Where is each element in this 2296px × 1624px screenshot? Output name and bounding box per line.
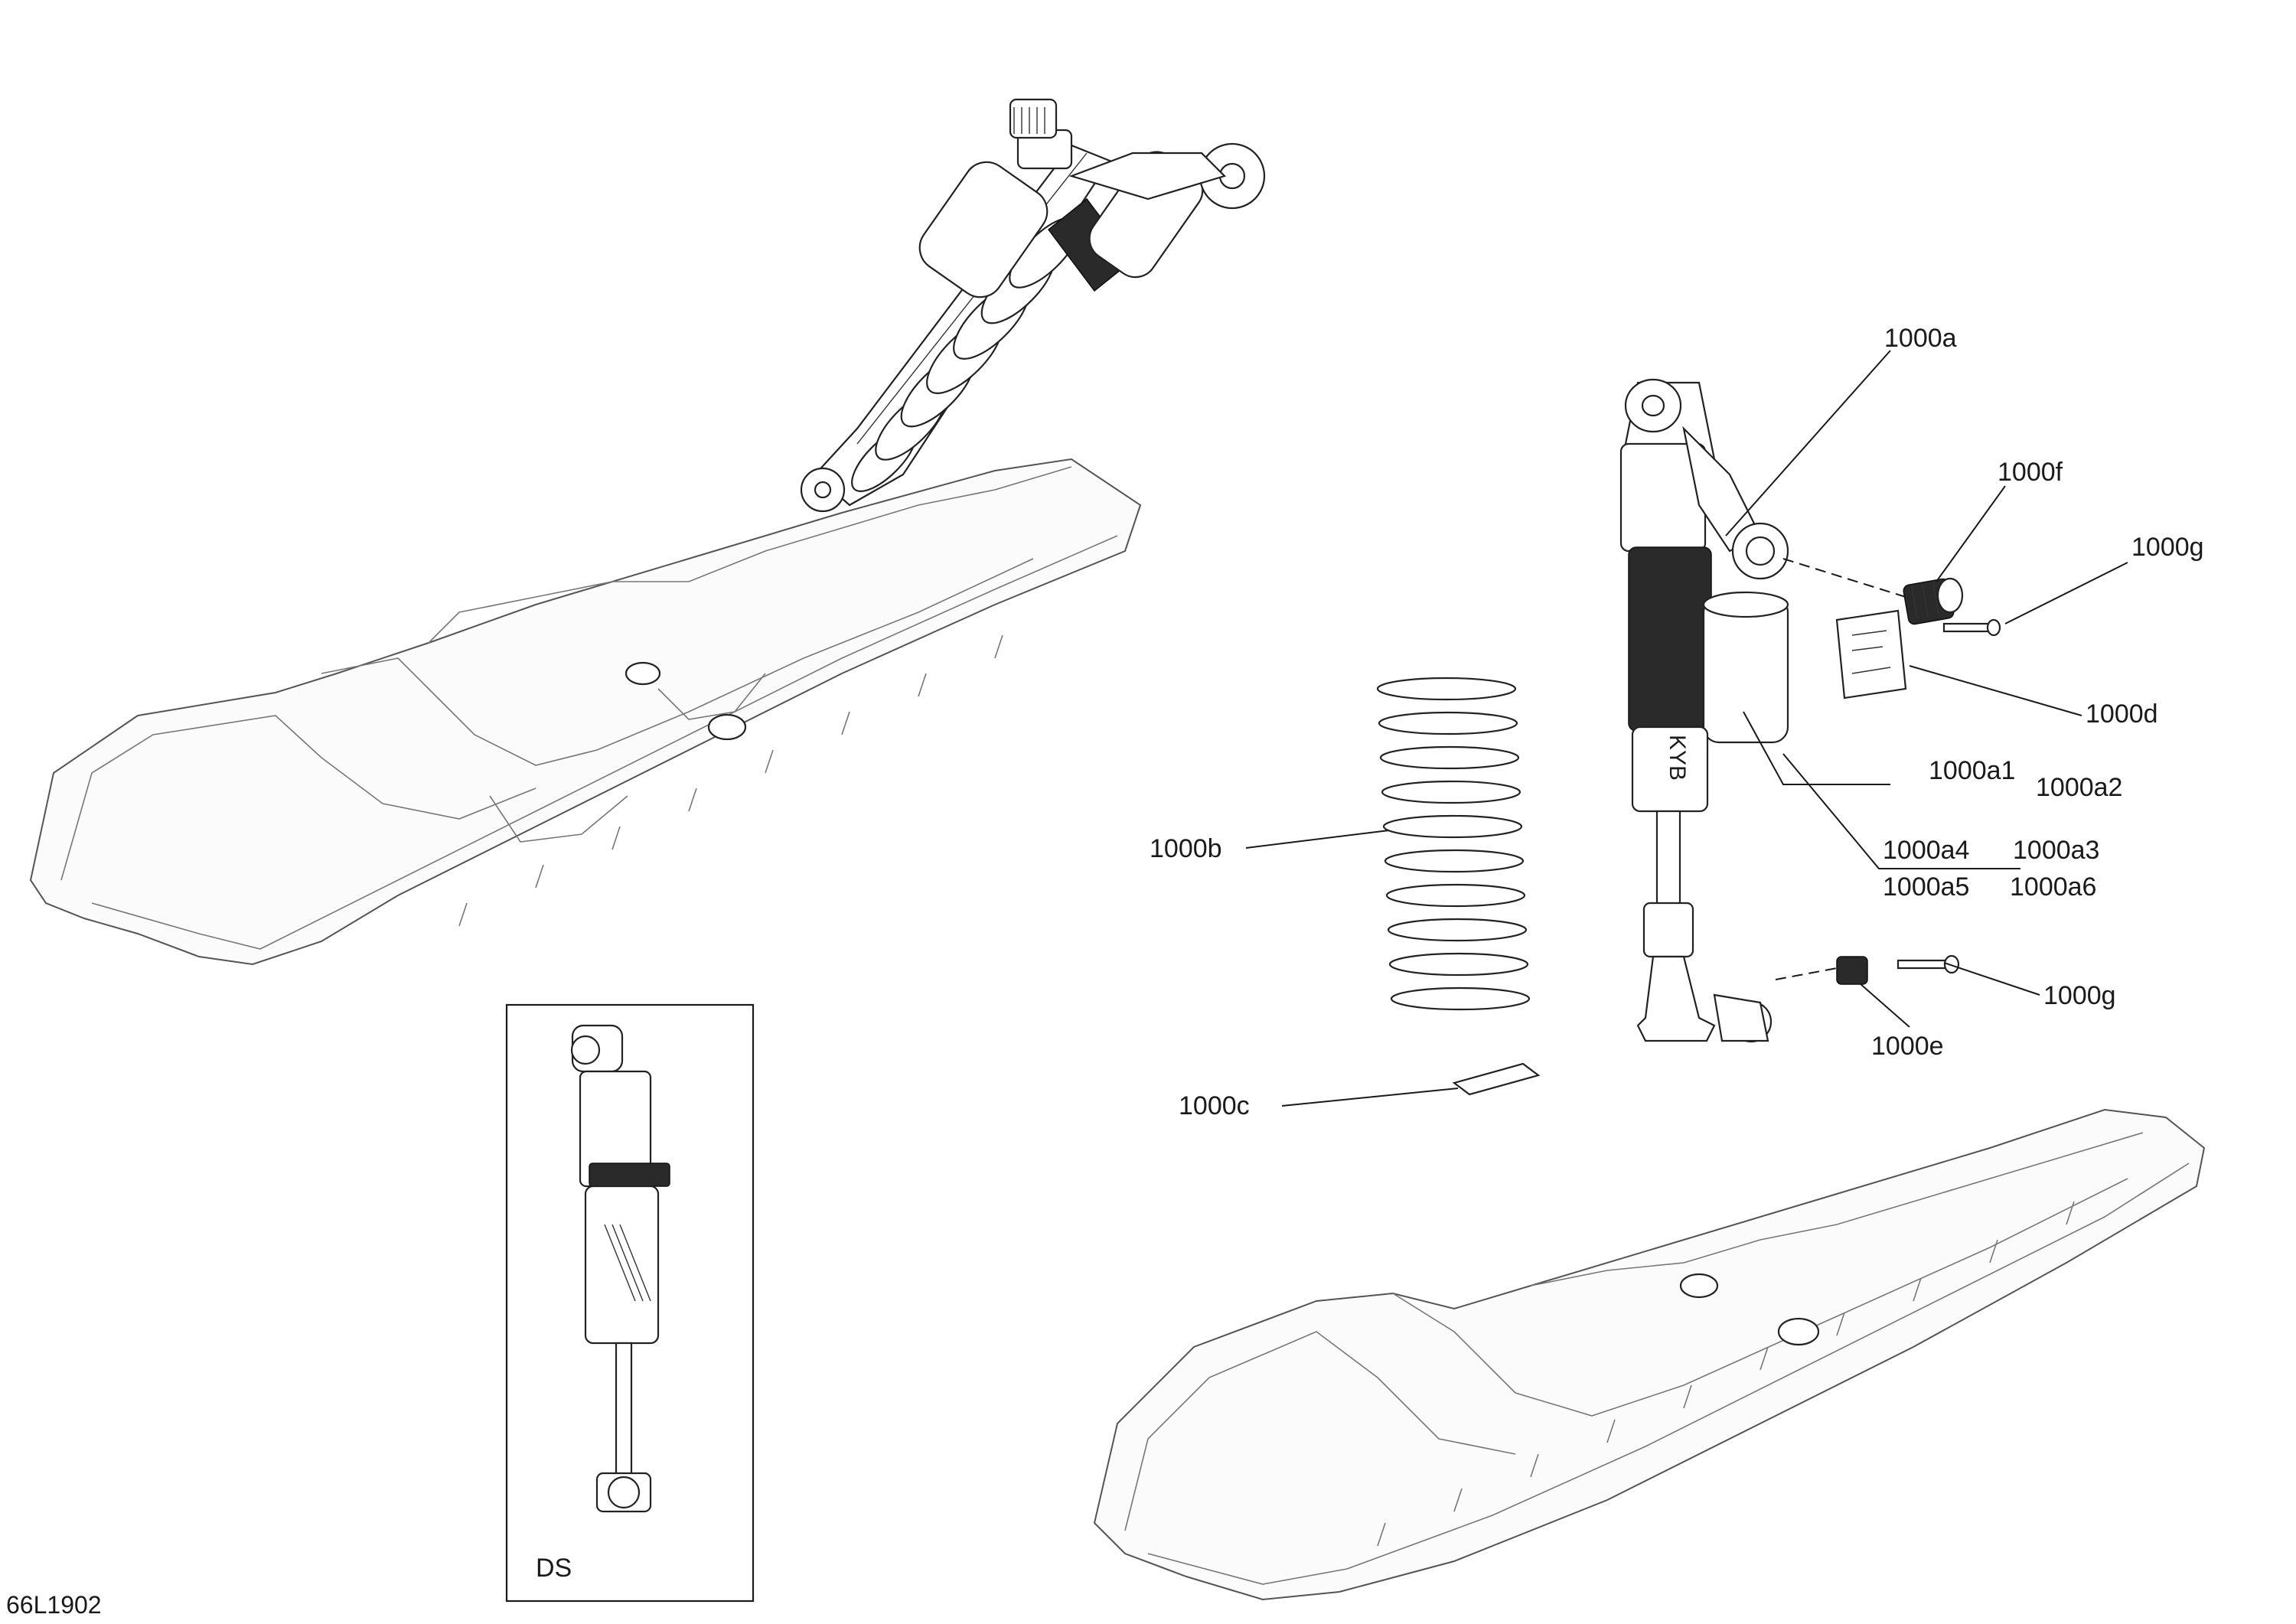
callout-1000g-upper: 1000g — [2131, 533, 2204, 562]
coil-spring-1000b — [1376, 677, 1531, 1011]
ds-inset-shock — [570, 1024, 670, 1513]
leader-1000a — [1725, 350, 1891, 536]
upper-mount-axis-line — [1782, 558, 1906, 598]
leader-1000e — [1859, 983, 1910, 1028]
ski-upper-left — [29, 458, 1142, 966]
leader-1000d — [1909, 665, 2082, 716]
leader-lines — [1245, 350, 2128, 1107]
callout-1000a1: 1000a1 — [1929, 756, 2015, 785]
callout-1000e: 1000e — [1871, 1032, 1944, 1061]
callout-1000a3: 1000a3 — [2013, 836, 2099, 865]
lower-mount-axis-line — [1775, 967, 1838, 980]
callout-1000a4: 1000a4 — [1883, 836, 1969, 865]
callout-1000a6: 1000a6 — [2010, 872, 2096, 902]
callout-1000d: 1000d — [2086, 699, 2158, 729]
adjuster-knob-1000f — [1903, 577, 1964, 625]
callout-1000a5: 1000a5 — [1883, 872, 1969, 902]
remote-reservoir — [1702, 595, 1789, 744]
shock-brand-decal: KYB — [1665, 735, 1690, 781]
ds-inset-label: DS — [536, 1554, 572, 1583]
reservoir-sleeve — [1628, 546, 1712, 732]
callout-1000a: 1000a — [1884, 324, 1957, 353]
leader-1000f — [1936, 485, 2006, 582]
callout-1000b: 1000b — [1150, 834, 1222, 863]
callout-1000f: 1000f — [1998, 458, 2063, 487]
leader-1000g-upper — [2004, 562, 2128, 624]
leader-1000a1 — [1743, 711, 1890, 785]
nut-1000e — [1836, 956, 1868, 985]
leader-1000g-lower — [1943, 962, 2040, 996]
callout-1000c: 1000c — [1179, 1091, 1250, 1120]
spring-clip-1000c — [1452, 1062, 1541, 1096]
decal-1000d — [1835, 609, 1907, 699]
ski-lower-right — [1093, 1108, 2206, 1601]
shock-1000a: KYB — [1619, 378, 1789, 1043]
screw-1000g-upper — [1942, 618, 2001, 637]
shock-assembly-with-spring — [800, 98, 1266, 513]
callout-1000g-lower: 1000g — [2043, 981, 2116, 1010]
callout-labels: 1000a 1000f 1000g 1000d 1000a1 1000a2 10… — [1150, 324, 2204, 1120]
coil-spring-installed — [851, 217, 1081, 492]
ds-inset-frame — [505, 1003, 755, 1603]
figure-id: 66L1902 — [6, 1591, 102, 1619]
leader-1000c — [1281, 1088, 1459, 1107]
bolt-1000g-lower — [1896, 954, 1960, 974]
leader-1000b — [1245, 830, 1390, 849]
callout-1000a2: 1000a2 — [2036, 773, 2122, 802]
